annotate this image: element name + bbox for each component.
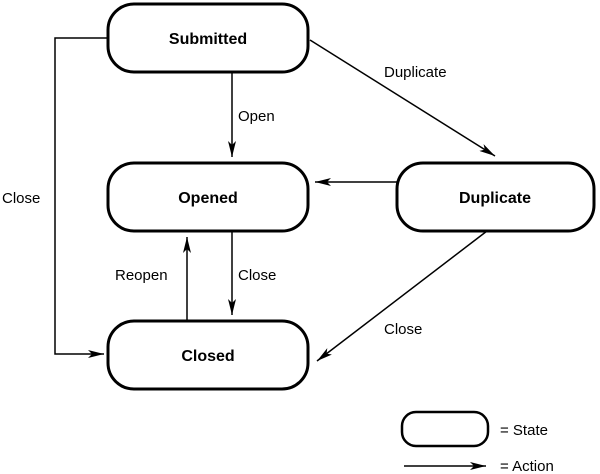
legend-state-swatch bbox=[400, 410, 490, 448]
state-duplicate-box bbox=[395, 161, 596, 233]
state-closed-box bbox=[106, 319, 310, 391]
state-submitted: Submitted bbox=[106, 2, 310, 74]
transition-opened-to-closed: Close bbox=[228, 231, 276, 315]
state-opened: Opened bbox=[106, 161, 310, 233]
state-closed: Closed bbox=[106, 319, 310, 391]
transition-opened-to-closed-label: Close bbox=[238, 267, 276, 284]
transition-submitted-to-duplicate: Duplicate bbox=[309, 39, 496, 157]
state-opened-label: Opened bbox=[178, 190, 238, 207]
transition-duplicate-to-closed-label: Close bbox=[384, 321, 422, 338]
transition-submitted-to-closed-arrow bbox=[54, 37, 108, 358]
legend: = State = Action bbox=[400, 410, 554, 474]
state-duplicate-label: Duplicate bbox=[459, 190, 531, 207]
transition-submitted-to-opened: Open bbox=[228, 72, 275, 157]
transition-submitted-to-closed: Close bbox=[0, 37, 108, 358]
state-opened-box bbox=[106, 161, 310, 233]
transition-submitted-to-duplicate-arrow bbox=[309, 39, 496, 157]
state-closed-label: Closed bbox=[181, 348, 234, 365]
transition-duplicate-to-closed-arrow bbox=[316, 230, 488, 362]
transition-submitted-to-opened-label: Open bbox=[238, 108, 275, 125]
legend-action-label: = Action bbox=[500, 458, 554, 474]
transition-closed-to-opened-label: Reopen bbox=[115, 267, 168, 284]
state-submitted-label: Submitted bbox=[169, 31, 247, 48]
transition-submitted-to-duplicate-label: Duplicate bbox=[384, 64, 447, 81]
transition-submitted-to-closed-label-bg bbox=[0, 186, 50, 208]
transition-closed-to-opened: Reopen bbox=[115, 237, 191, 321]
transition-submitted-to-closed-label: Close bbox=[2, 190, 40, 207]
transition-duplicate-to-closed: Close bbox=[316, 230, 488, 362]
state-duplicate: Duplicate bbox=[395, 161, 596, 233]
legend-state-label: = State bbox=[500, 422, 548, 439]
